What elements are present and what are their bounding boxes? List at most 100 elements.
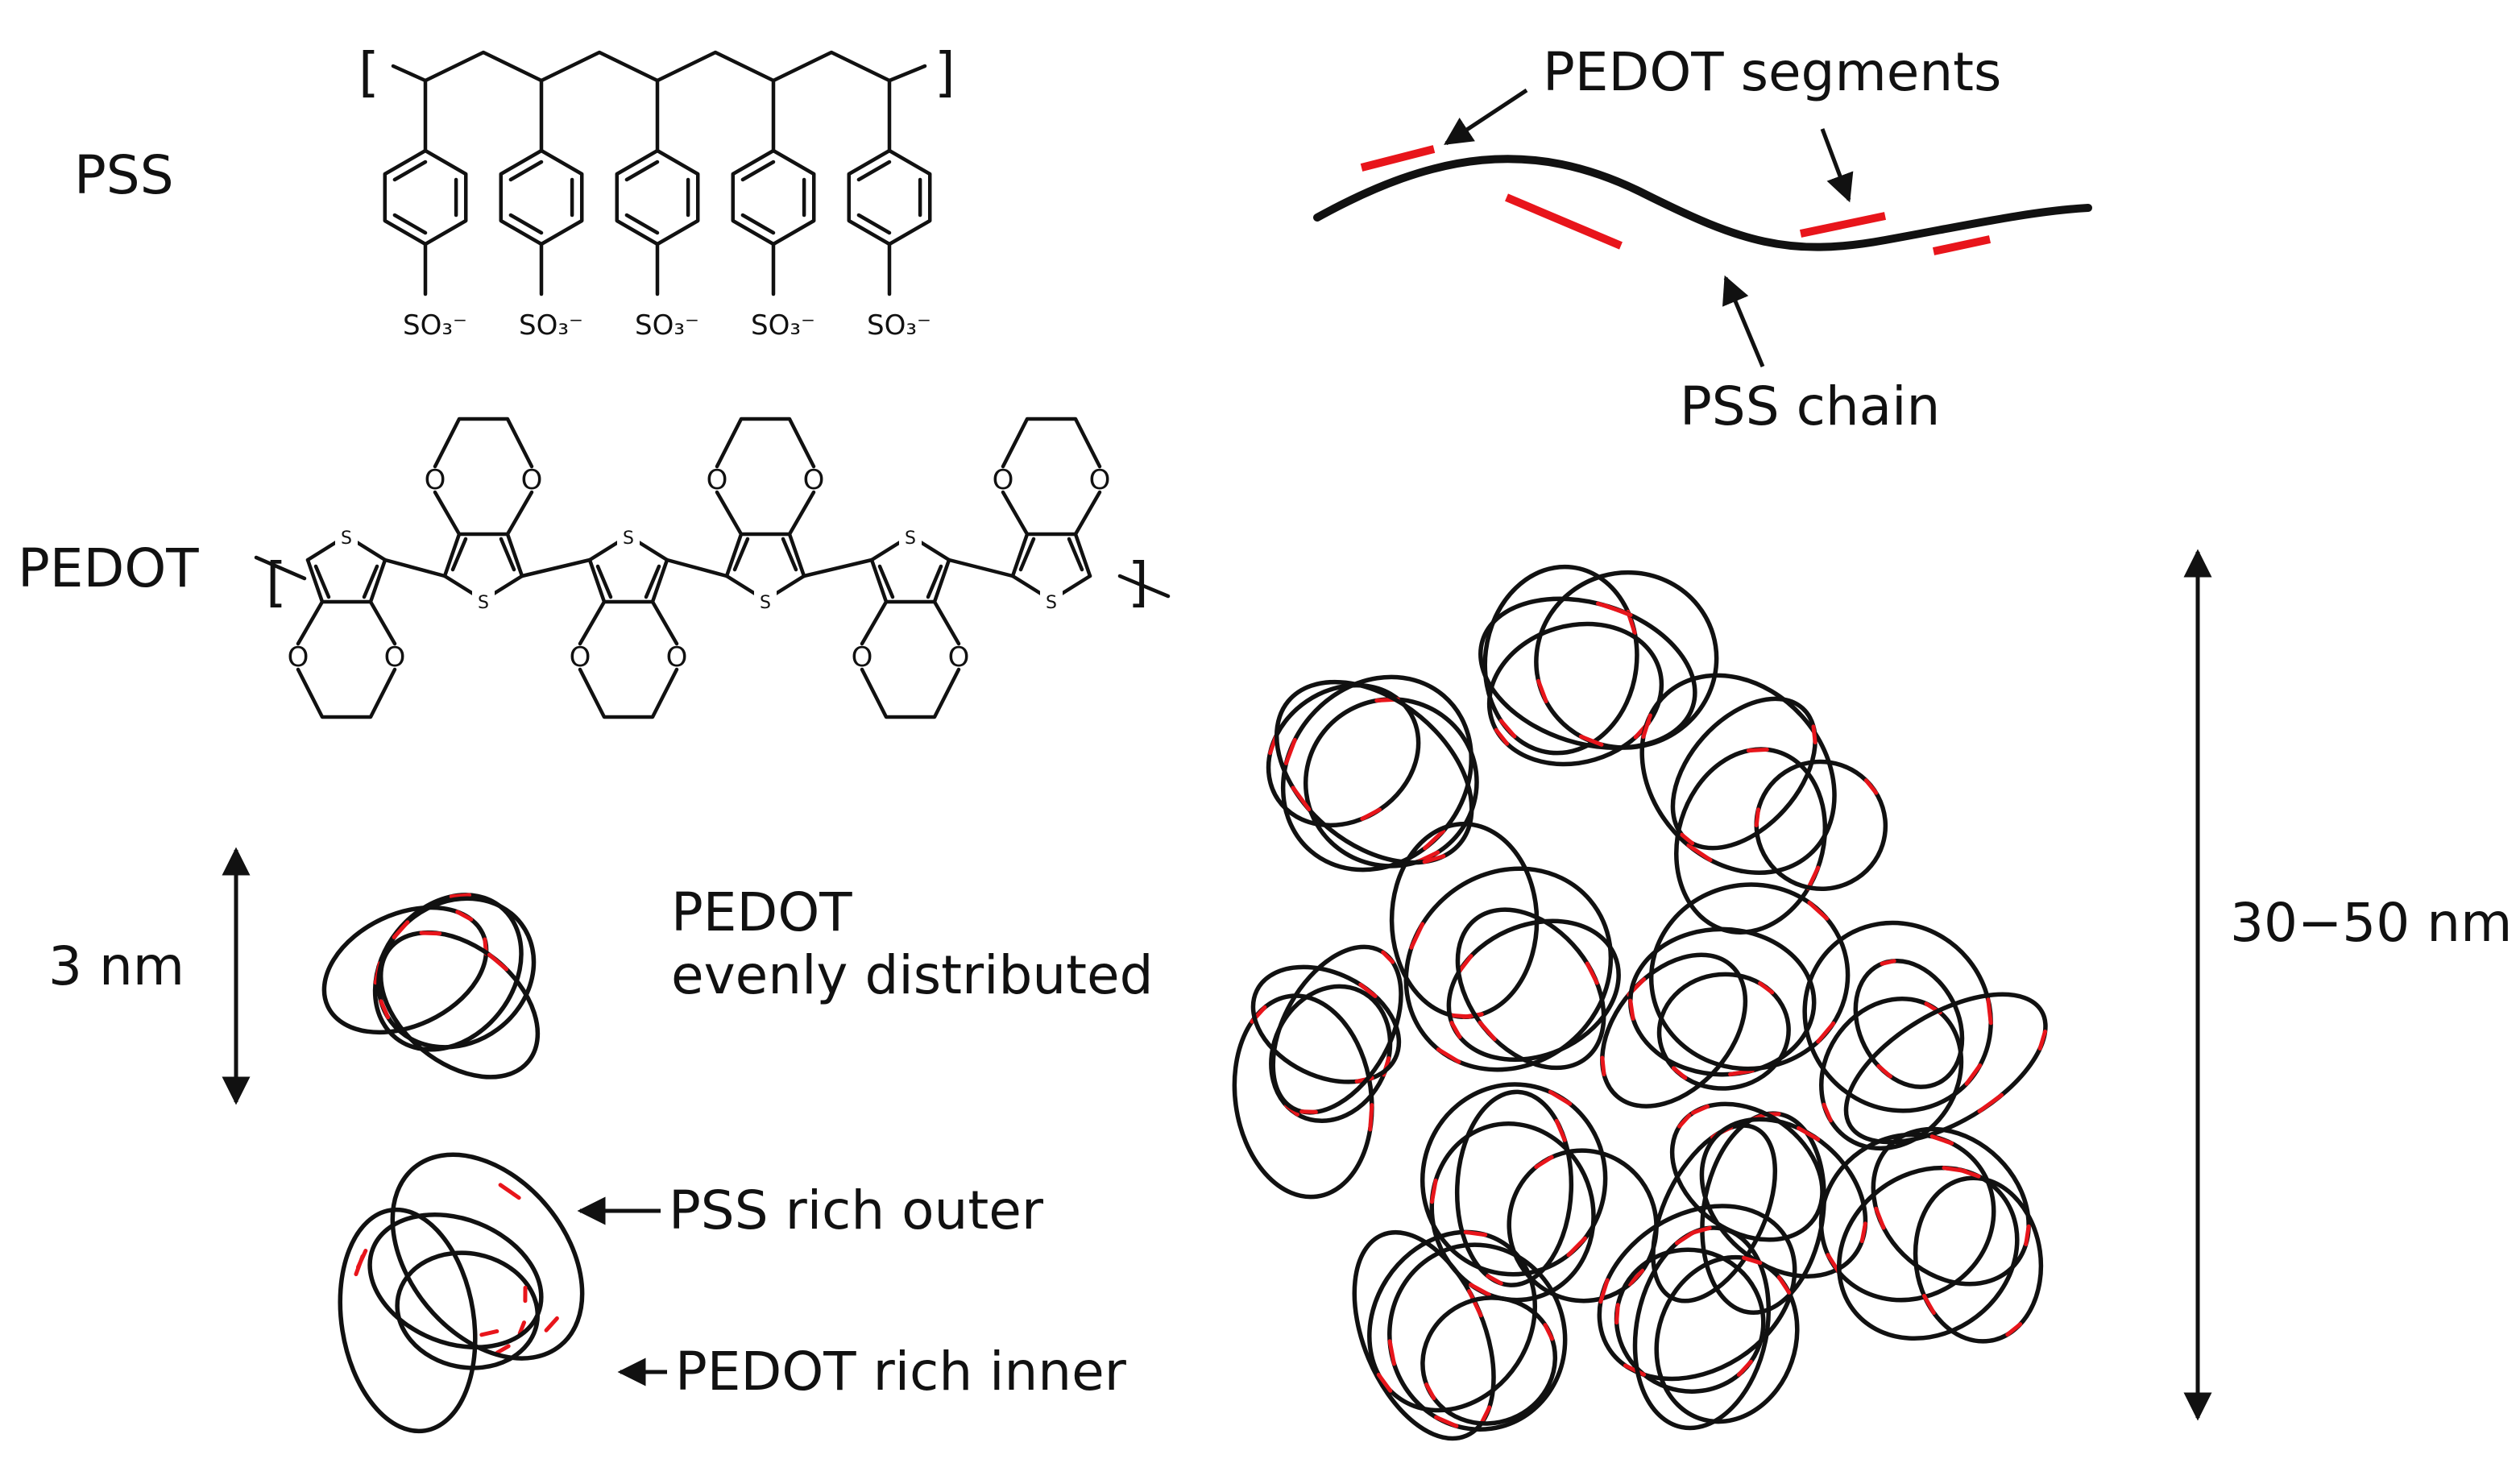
pedot-segment: [1409, 922, 1425, 950]
pedot-segment: [2037, 1029, 2048, 1051]
pedot-segment: [1690, 1104, 1710, 1115]
sulfonate-label: SO₃⁻: [635, 309, 699, 342]
coil-loop: [338, 1207, 478, 1434]
pss-benzene-unit: SO₃⁻: [615, 78, 700, 342]
pedot-segment: [1449, 1013, 1472, 1019]
pedot-segment: [1874, 1206, 1886, 1230]
polymer-coil: [1639, 673, 1888, 935]
pedot-segment: [1671, 1066, 1688, 1080]
pedot-bracket-open: [: [266, 551, 287, 613]
pedot-label: PEDOT: [18, 537, 199, 599]
pedot-segment: [1291, 785, 1312, 812]
pss-chain-line: [1313, 155, 2092, 251]
pss-rich-outer-label: PSS rich outer: [669, 1179, 1044, 1241]
coil-loop: [1871, 1126, 2031, 1287]
pedot-segment: [1876, 1063, 1892, 1079]
pedot-segment: [2005, 1322, 2023, 1337]
pedot-segment: [1805, 865, 1821, 891]
pedot-segment: [1986, 997, 1993, 1026]
pedot-pss-aggregate: [1232, 564, 2048, 1441]
pedot-segment: [1614, 1303, 1620, 1325]
polymer-coil: [1478, 564, 1719, 767]
pedot-segment: [1863, 778, 1879, 795]
coil-loop: [1454, 1089, 1574, 1287]
pedot-segment: [1595, 601, 1627, 615]
pedot-segment: [1424, 1382, 1436, 1401]
pedot-segment: [1368, 1103, 1374, 1132]
pedot-even-label-line1: PEDOT: [671, 881, 852, 943]
pedot-segment: [1381, 950, 1395, 964]
pedot-segment: [1566, 1236, 1587, 1258]
coil-loop: [378, 930, 541, 1080]
sulfur-label: S: [478, 593, 489, 613]
pedot-segment: [1554, 1118, 1567, 1142]
pedot-segment: [1677, 1113, 1692, 1129]
pedot-segment: [1498, 719, 1517, 739]
pedot-segment: [1674, 1230, 1695, 1246]
benzene-ring: [383, 148, 468, 247]
pedot-segment: [1691, 1225, 1712, 1235]
sulfur-label: S: [623, 528, 634, 549]
pedot-segment: [479, 1328, 499, 1337]
pedot-segment: [1360, 807, 1382, 821]
pedot-segment: [1776, 1275, 1792, 1295]
pedot-segment: [1811, 724, 1817, 744]
pedot-segment: [1746, 747, 1769, 753]
pedot-segment: [1754, 807, 1760, 827]
oxygen-label: O: [425, 464, 446, 496]
pedot-segment: [1463, 1229, 1488, 1237]
coil-loop: [1420, 1082, 1608, 1277]
coil-loop: [1250, 964, 1402, 1084]
size-label-small: 3 nm: [48, 935, 184, 997]
pedot-segment: [1467, 1289, 1483, 1318]
benzene-ring: [731, 148, 816, 247]
inter-ring-bond: [947, 557, 1015, 578]
sulfur-label: S: [905, 528, 916, 549]
pedot-segment: [1548, 1089, 1573, 1106]
benzene-ring: [847, 148, 932, 247]
polymer-coil: [1352, 1229, 1568, 1441]
pedot-even-label-line2: evenly distributed: [671, 944, 1154, 1006]
coil-loop: [321, 905, 489, 1035]
pedot-segment-4: [1932, 235, 1992, 255]
pedot-segment: [1686, 843, 1713, 862]
pedot-segments-arrow-left: [1444, 88, 1528, 146]
pedot-segment: [1457, 954, 1473, 975]
pedot-segment: [355, 1248, 368, 1270]
pedot-segment: [1486, 1274, 1503, 1286]
inter-ring-bond: [665, 557, 729, 578]
pedot-segment: [1436, 1047, 1461, 1064]
coil-loop: [1843, 992, 2048, 1145]
coil-loop: [1274, 679, 1474, 865]
polymer-coil: [321, 893, 541, 1080]
inter-ring-bond: [520, 557, 592, 578]
pedot-segment: [1880, 959, 1896, 966]
pedot-segment: [1478, 1020, 1497, 1042]
pss-benzene-unit: SO₃⁻: [731, 78, 816, 342]
coil-loop: [1656, 972, 1791, 1091]
polymer-coil: [1232, 944, 1403, 1200]
coil-loop: [1482, 564, 1639, 756]
coil-loop: [390, 1152, 585, 1361]
pedot-segment: [498, 1183, 521, 1200]
oxygen-label: O: [1089, 464, 1111, 496]
pedot-segments-label: PEDOT segments: [1543, 41, 2001, 103]
pedot-segment: [1742, 1255, 1763, 1266]
pedot-segment: [1807, 901, 1830, 921]
pedot-segment: [1299, 1109, 1318, 1114]
oxygen-label: O: [993, 464, 1014, 496]
benzene-ring: [499, 148, 584, 247]
coil-core-shell: [338, 1152, 585, 1434]
pedot-segment: [419, 931, 442, 936]
coil-loop: [1232, 993, 1374, 1200]
pedot-segment: [1449, 1021, 1462, 1039]
coil-loop: [1802, 920, 1993, 1113]
pedot-segments-arrow-right: [1820, 128, 1854, 203]
pedot-segment: [1628, 998, 1635, 1021]
inter-ring-bond: [383, 557, 447, 578]
coil-loop: [1818, 1132, 1996, 1303]
pedot-segment: [1543, 1323, 1554, 1341]
